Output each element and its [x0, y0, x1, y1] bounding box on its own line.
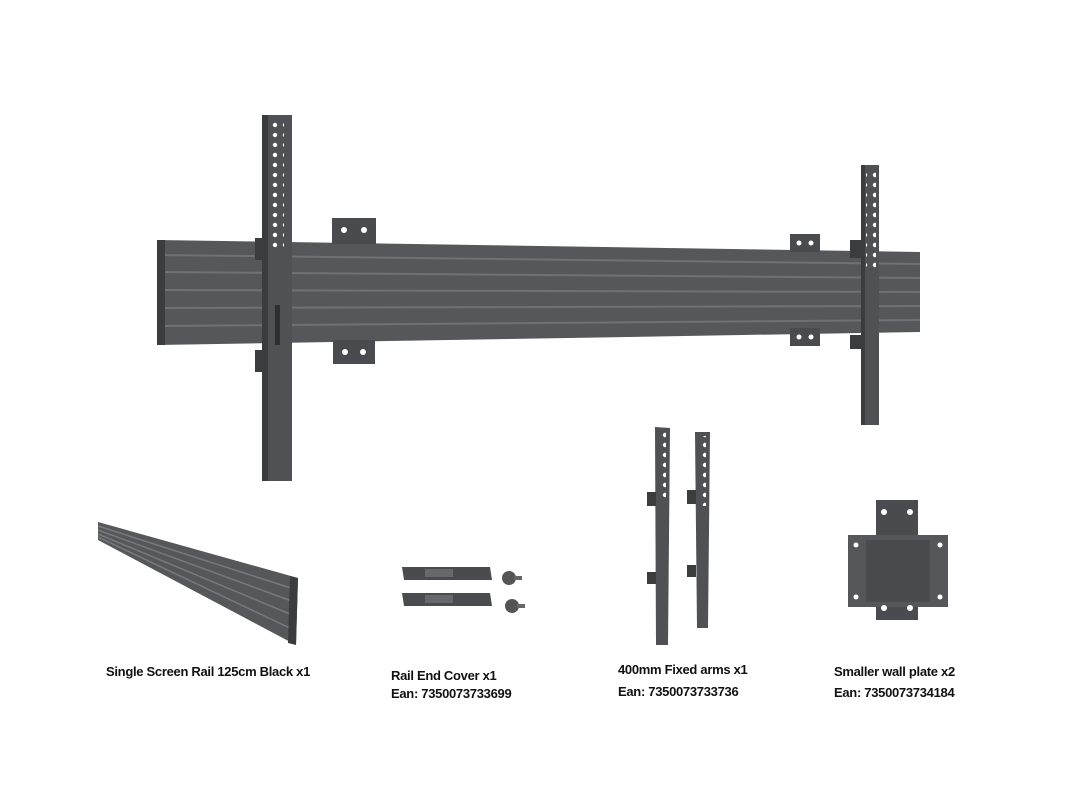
fixed-arms: [647, 427, 710, 645]
caption-end-cover-title: Rail End Cover x1: [391, 668, 497, 683]
caption-end-cover-ean: Ean: 7350073733699: [391, 686, 512, 701]
assembled-rail: [156, 115, 921, 481]
caption-rail-title: Single Screen Rail 125cm Black x1: [106, 664, 310, 679]
caption-arms-ean: Ean: 7350073733736: [618, 684, 739, 699]
single-screen-rail: [97, 522, 298, 645]
wall-plate: [848, 500, 948, 620]
caption-plate-title: Smaller wall plate x2: [834, 664, 955, 679]
caption-plate-ean: Ean: 7350073734184: [834, 685, 955, 700]
caption-arms-title: 400mm Fixed arms x1: [618, 662, 748, 677]
rail-end-cover: [402, 567, 525, 613]
